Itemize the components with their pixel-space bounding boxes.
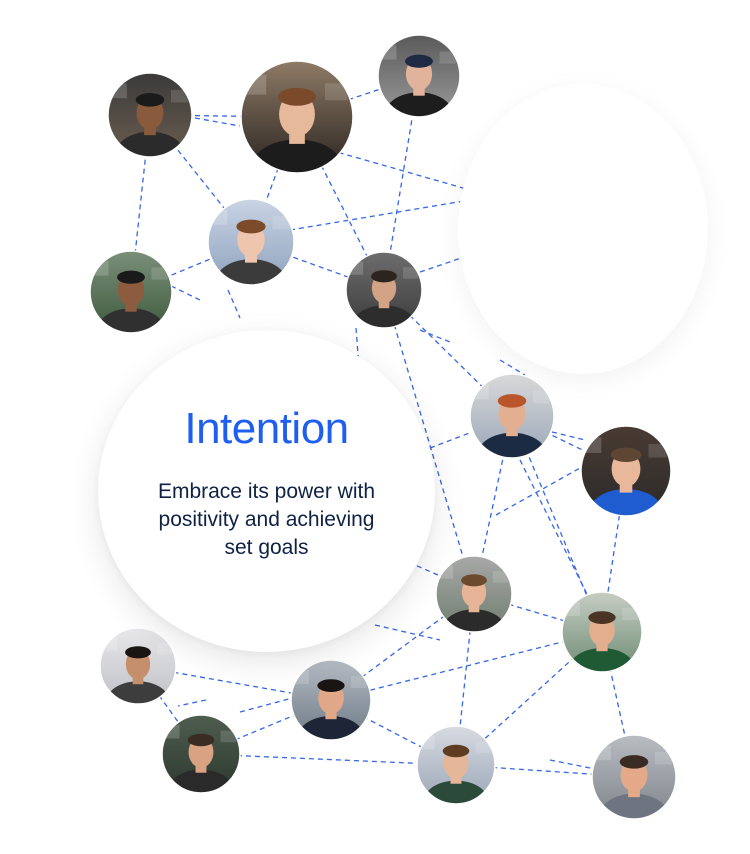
team-member-avatar: woman with long dark hair [99,627,177,705]
card-subtitle-line: set goals [224,536,309,559]
team-member-avatar: man in blue polo [580,425,672,517]
team-member-avatar: woman with brown hair in green top [416,725,496,805]
connection-line [551,431,586,441]
team-member-avatar: man with glasses and beard [89,250,173,334]
team-member-avatar: smiling young man in black polo [240,60,354,174]
connection-line [149,114,298,118]
card-subtitle: Embrace its power with positivity and ac… [120,478,413,562]
connection-line [499,359,526,376]
connection-line [419,329,451,343]
team-member-avatar: man in navy bluon cap [377,34,461,118]
connection-line [200,753,457,766]
team-member-avatar: bald man with beard [161,714,241,794]
team-member-avatar: man with short hair smiling [435,555,513,633]
connection-line [329,149,471,191]
background-circle [458,84,708,374]
team-member-avatar: man with red beard in navy polo [469,373,555,459]
connection-line [194,117,241,127]
team-member-avatar: man with dark beard [345,251,423,329]
connection-line [495,457,599,516]
connection-line [162,281,201,301]
card-subtitle-line: Embrace its power with [157,480,376,503]
card-subtitle-line: positivity and achieving [158,508,375,531]
team-member-avatar: woman with dark wavy hair [290,659,372,741]
connection-line [289,199,471,231]
team-member-avatar: man with glasses in gray shirt [591,734,677,820]
connection-line [227,289,241,319]
intention-card [98,330,435,652]
connection-line [414,564,439,576]
team-member-avatar: man in green polo [561,591,643,673]
connection-line [239,695,301,713]
connection-line [374,624,441,641]
card-title: Intention [184,404,349,453]
connection-line [429,431,473,449]
team-member-avatar: woman with long brown hair [207,198,295,286]
connection-line [177,699,207,707]
connection-line [519,459,591,601]
connection-line [383,289,475,595]
team-member-avatar: person in black cap with gold chain [107,72,193,158]
connection-line [601,631,635,778]
